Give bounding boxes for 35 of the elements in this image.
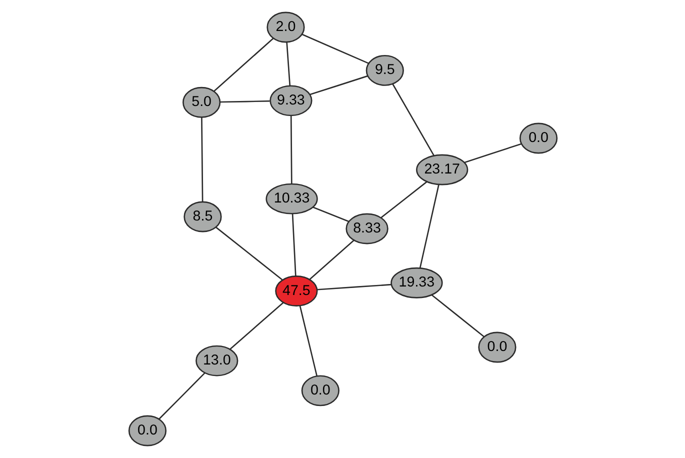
connector — [286, 42, 290, 86]
connector — [464, 143, 522, 164]
connector — [301, 34, 368, 64]
connector — [298, 306, 318, 376]
node-ellipse: 0.0 — [128, 415, 166, 446]
node-ellipse: 23.17 — [416, 154, 468, 186]
connector — [316, 284, 392, 290]
connector — [291, 214, 296, 276]
connector — [290, 116, 292, 184]
node-ellipse: 8.33 — [345, 213, 388, 244]
connector — [214, 226, 282, 280]
node-ellipse: 10.33 — [265, 183, 318, 214]
connector — [380, 181, 427, 218]
node-ellipse: 0.0 — [478, 332, 516, 363]
connector — [158, 372, 205, 420]
node-ellipse: 47.5 — [274, 276, 318, 307]
connector — [229, 302, 284, 350]
node-ellipse: 5.0 — [182, 86, 220, 118]
connector — [392, 84, 434, 156]
connector — [418, 184, 439, 268]
node-ellipse: 13.0 — [195, 345, 238, 376]
connector — [309, 75, 368, 96]
node-ellipse: 9.33 — [269, 85, 312, 116]
node-ellipse: 0.0 — [518, 122, 558, 154]
connector — [220, 100, 270, 103]
connector — [430, 294, 484, 338]
node-ellipse: 9.5 — [365, 54, 404, 86]
node-ellipse: 8.5 — [183, 201, 222, 232]
connector — [308, 240, 354, 280]
node-ellipse: 2.0 — [266, 12, 304, 43]
node-ellipse: 19.33 — [390, 267, 442, 298]
connector — [213, 38, 274, 92]
connector — [312, 206, 349, 222]
node-ellipse: 0.0 — [300, 375, 339, 406]
connector — [200, 117, 203, 202]
